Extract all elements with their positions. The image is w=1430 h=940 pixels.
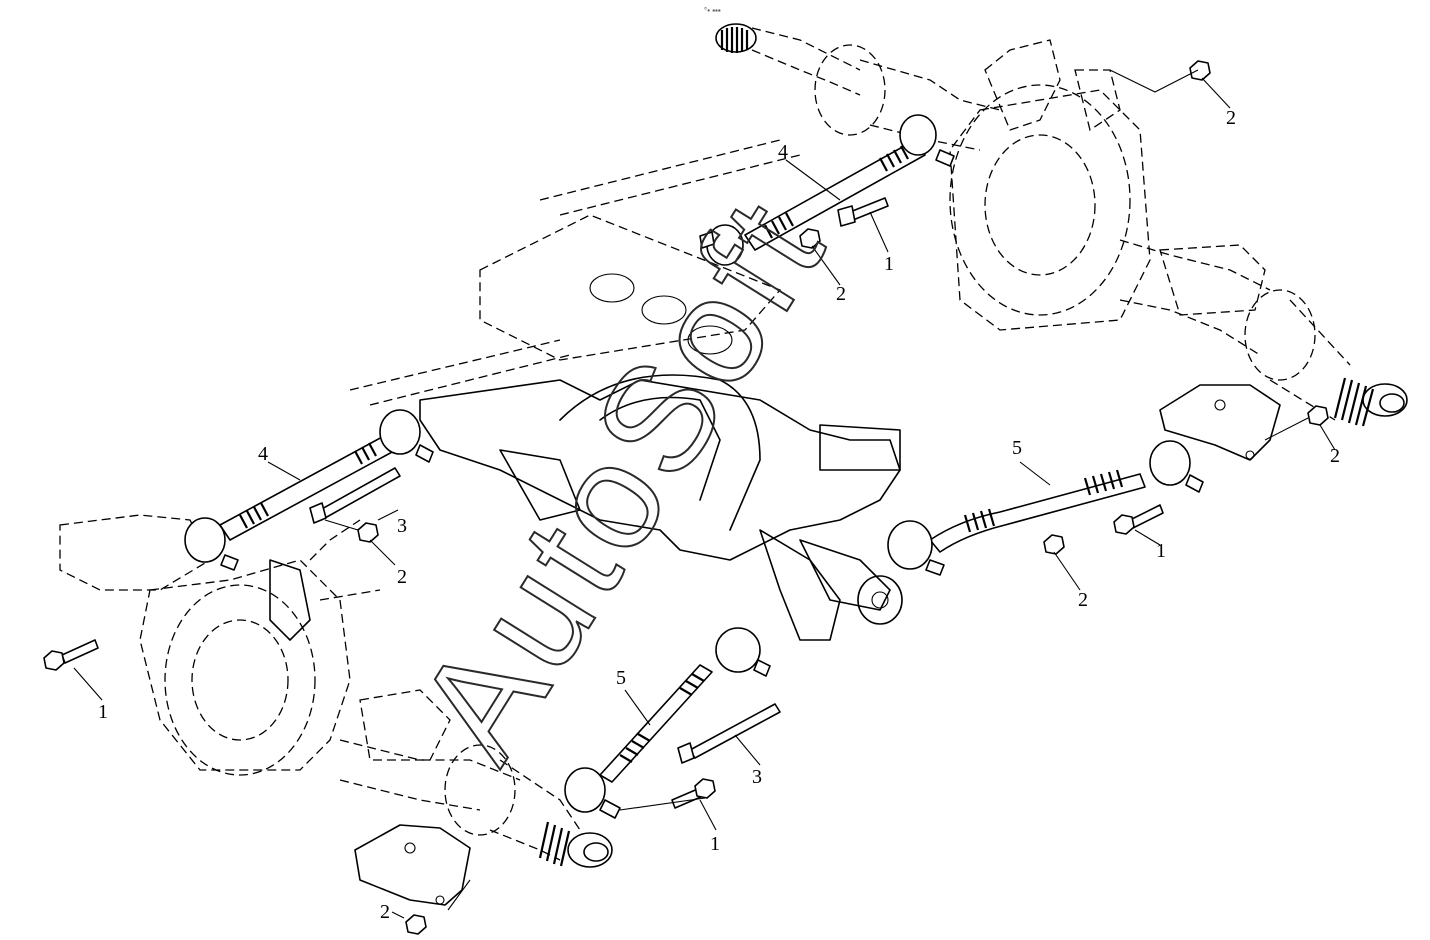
bolt-1-top <box>837 197 889 227</box>
nut-2-mid-left <box>357 522 379 543</box>
callout-2-right: 2 <box>1330 445 1340 467</box>
nut-2-bottom <box>405 914 427 935</box>
leader-lines <box>73 69 1336 919</box>
callout-5-bottom: 5 <box>616 667 626 689</box>
front-axle-housing <box>59 514 613 906</box>
drag-link-5-bottom <box>564 627 771 819</box>
callout-2-topright: 2 <box>1226 107 1236 129</box>
callout-4-left: 4 <box>258 443 268 465</box>
rear-axle-housing <box>715 23 1408 461</box>
callout-2-mid-left: 2 <box>397 566 407 588</box>
corner-code: °• ▪▪▪ <box>704 6 721 15</box>
bolt-1-right <box>1113 504 1164 535</box>
callout-1-right: 1 <box>1156 540 1166 562</box>
callout-4-top: 4 <box>778 141 788 163</box>
callout-2-mid-right: 2 <box>1078 589 1088 611</box>
callout-5-right: 5 <box>1012 437 1022 459</box>
nut-2-mid-right <box>1043 534 1065 555</box>
long-bolt-3-bottom <box>677 703 781 764</box>
nut-2-top <box>799 228 821 249</box>
tie-rod-4-top <box>699 114 955 266</box>
callout-1-bottom: 1 <box>710 833 720 855</box>
long-bolt-3-left <box>309 467 401 524</box>
callout-3-left: 3 <box>397 515 407 537</box>
tie-rod-4-left <box>184 409 434 571</box>
callout-1-left: 1 <box>98 701 108 723</box>
watermark-text: AutoSoft <box>385 169 858 787</box>
bolt-1-left <box>43 639 99 671</box>
nut-2-topright <box>1189 60 1211 81</box>
drag-link-5-right <box>887 440 1204 576</box>
callout-2-top: 2 <box>836 283 846 305</box>
nut-2-right <box>1307 405 1329 426</box>
frame-crossmember <box>349 139 903 641</box>
callout-2-bottom: 2 <box>380 901 390 923</box>
bolt-1-bottom <box>671 778 716 809</box>
callout-3-bottom: 3 <box>752 766 762 788</box>
callout-1-top: 1 <box>884 253 894 275</box>
